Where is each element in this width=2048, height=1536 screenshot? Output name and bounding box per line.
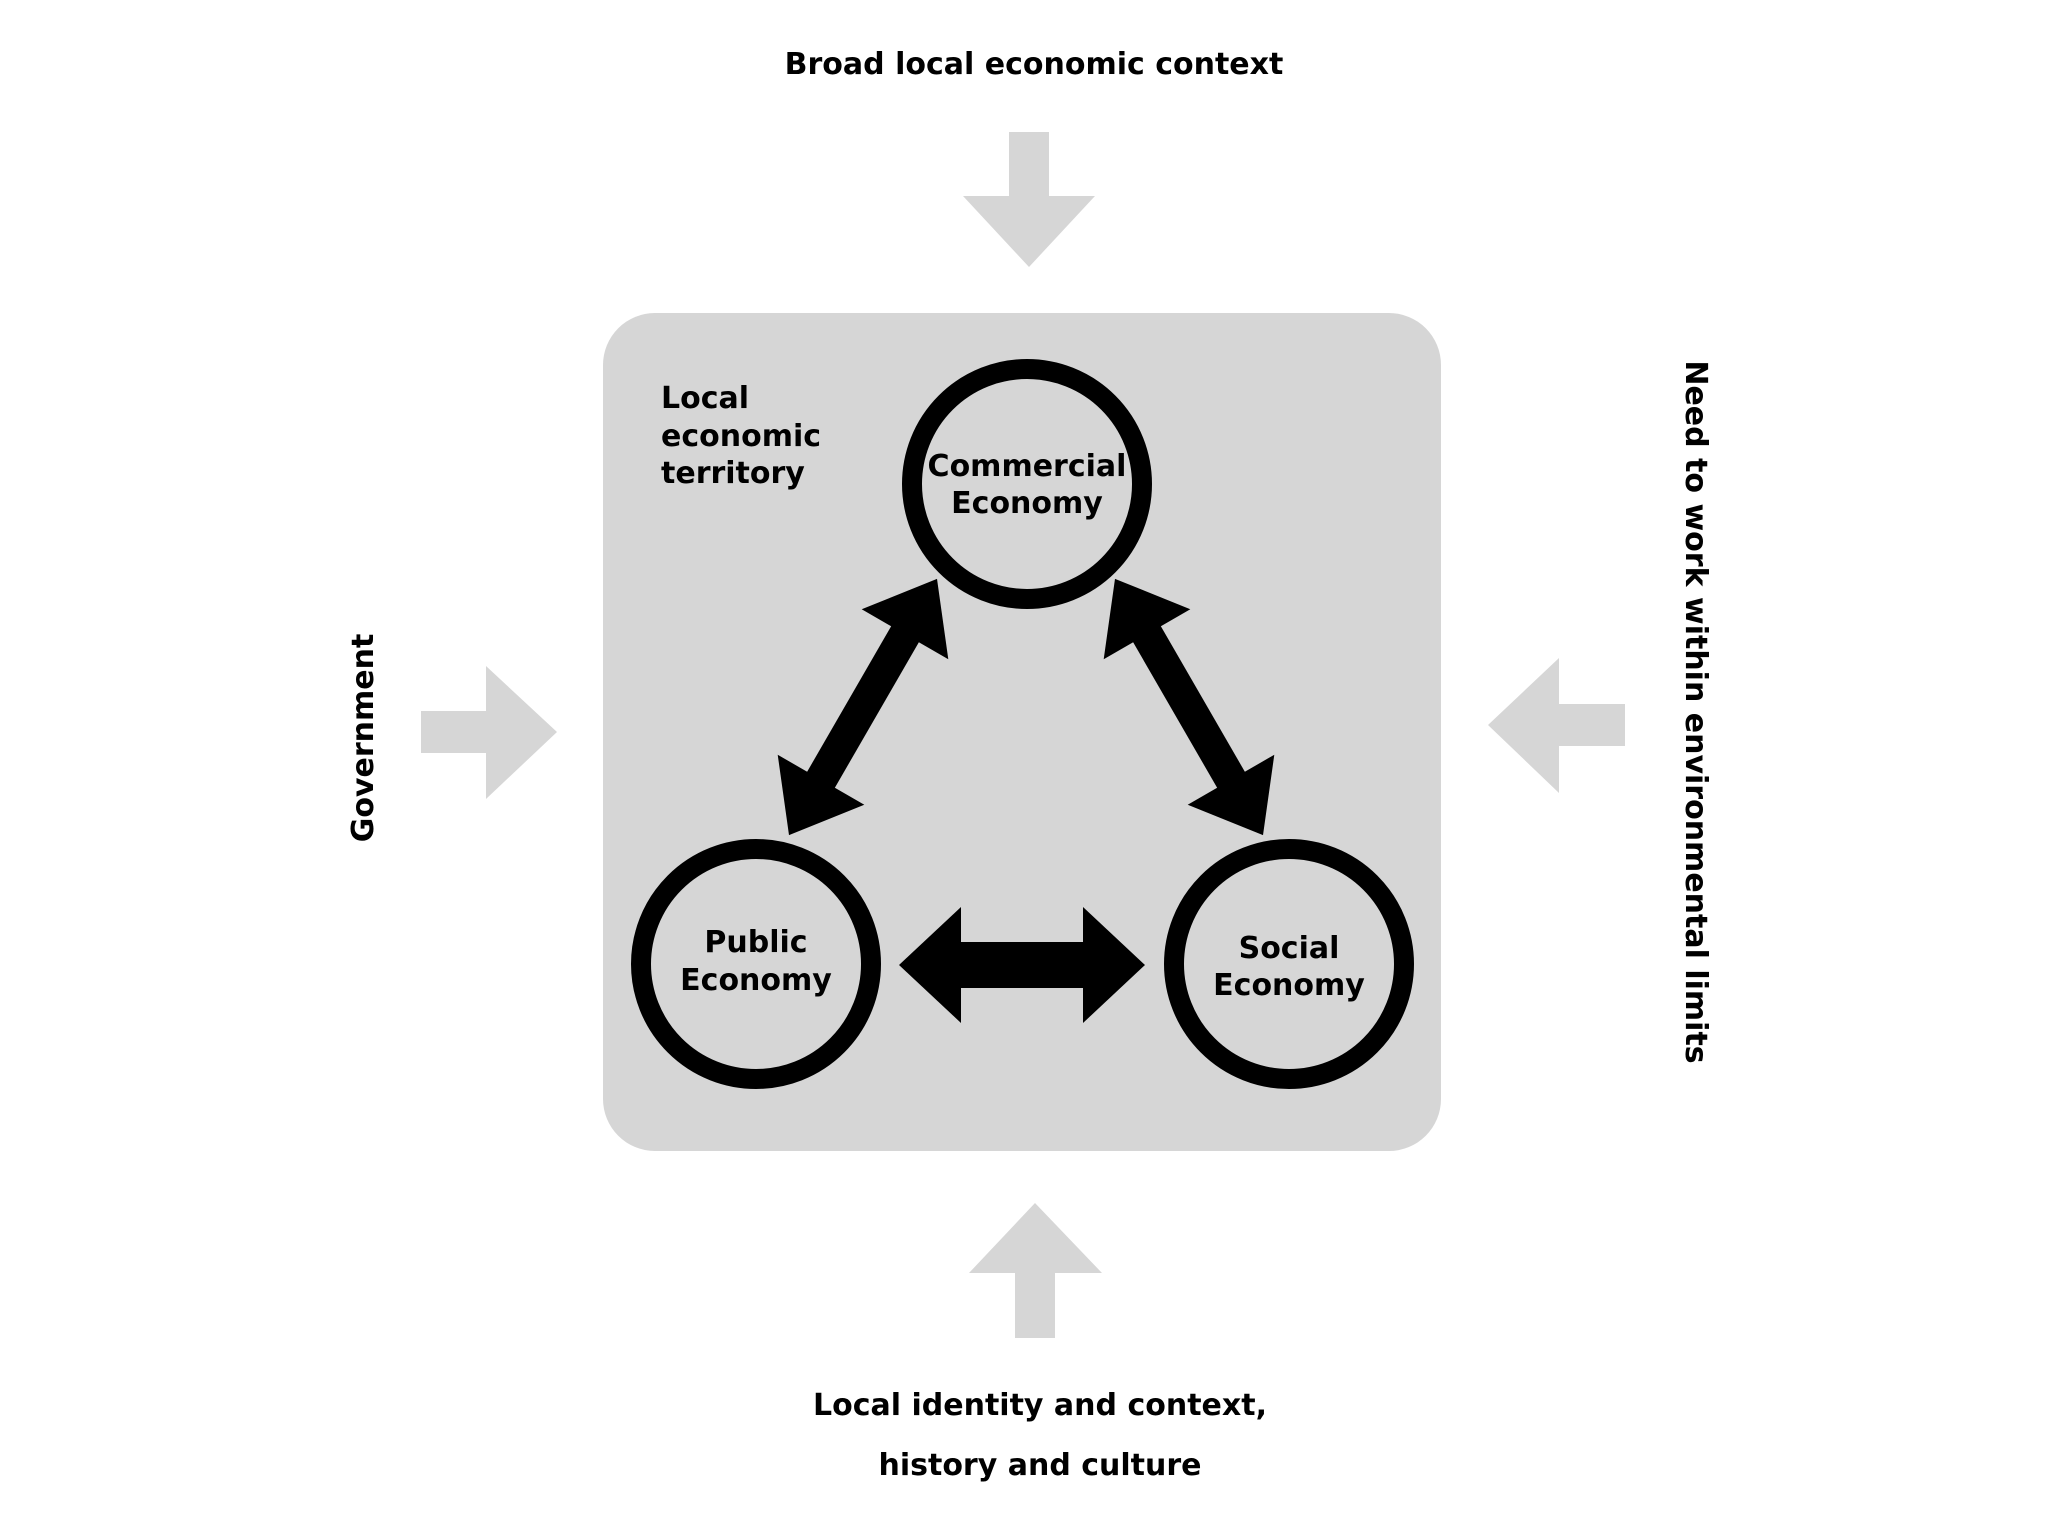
government-label: Government [346, 633, 381, 843]
territory-label-line-1: Local [661, 381, 750, 416]
arrow-up-bottom [969, 1203, 1102, 1338]
environmental-limits-label: Need to work within environmental limits [1678, 360, 1713, 1064]
arrow-down-top [963, 132, 1095, 267]
broad-context-label: Broad local economic context [784, 47, 1284, 82]
territory-label-line-2: economic [661, 419, 822, 454]
territory-label-line-3: territory [661, 456, 805, 491]
public-economy-label-line-2: Economy [680, 963, 832, 998]
commercial-economy-label-line-2: Economy [951, 486, 1103, 521]
double-arrow-public-social [899, 907, 1145, 1023]
local-identity-label-line-1: Local identity and context, [813, 1388, 1267, 1423]
local-identity-label-line-2: history and culture [878, 1448, 1202, 1483]
commercial-economy-circle [902, 359, 1152, 609]
public-economy-label-line-1: Public [704, 925, 808, 960]
double-arrow-commercial-social [1103, 578, 1275, 836]
commercial-economy-label-line-1: Commercial [927, 449, 1127, 484]
double-arrow-commercial-public [777, 578, 949, 836]
arrow-right-left [421, 666, 557, 799]
social-economy-label-line-2: Economy [1213, 968, 1365, 1003]
arrow-left-right [1488, 658, 1625, 793]
social-economy-label-line-1: Social [1238, 931, 1340, 966]
